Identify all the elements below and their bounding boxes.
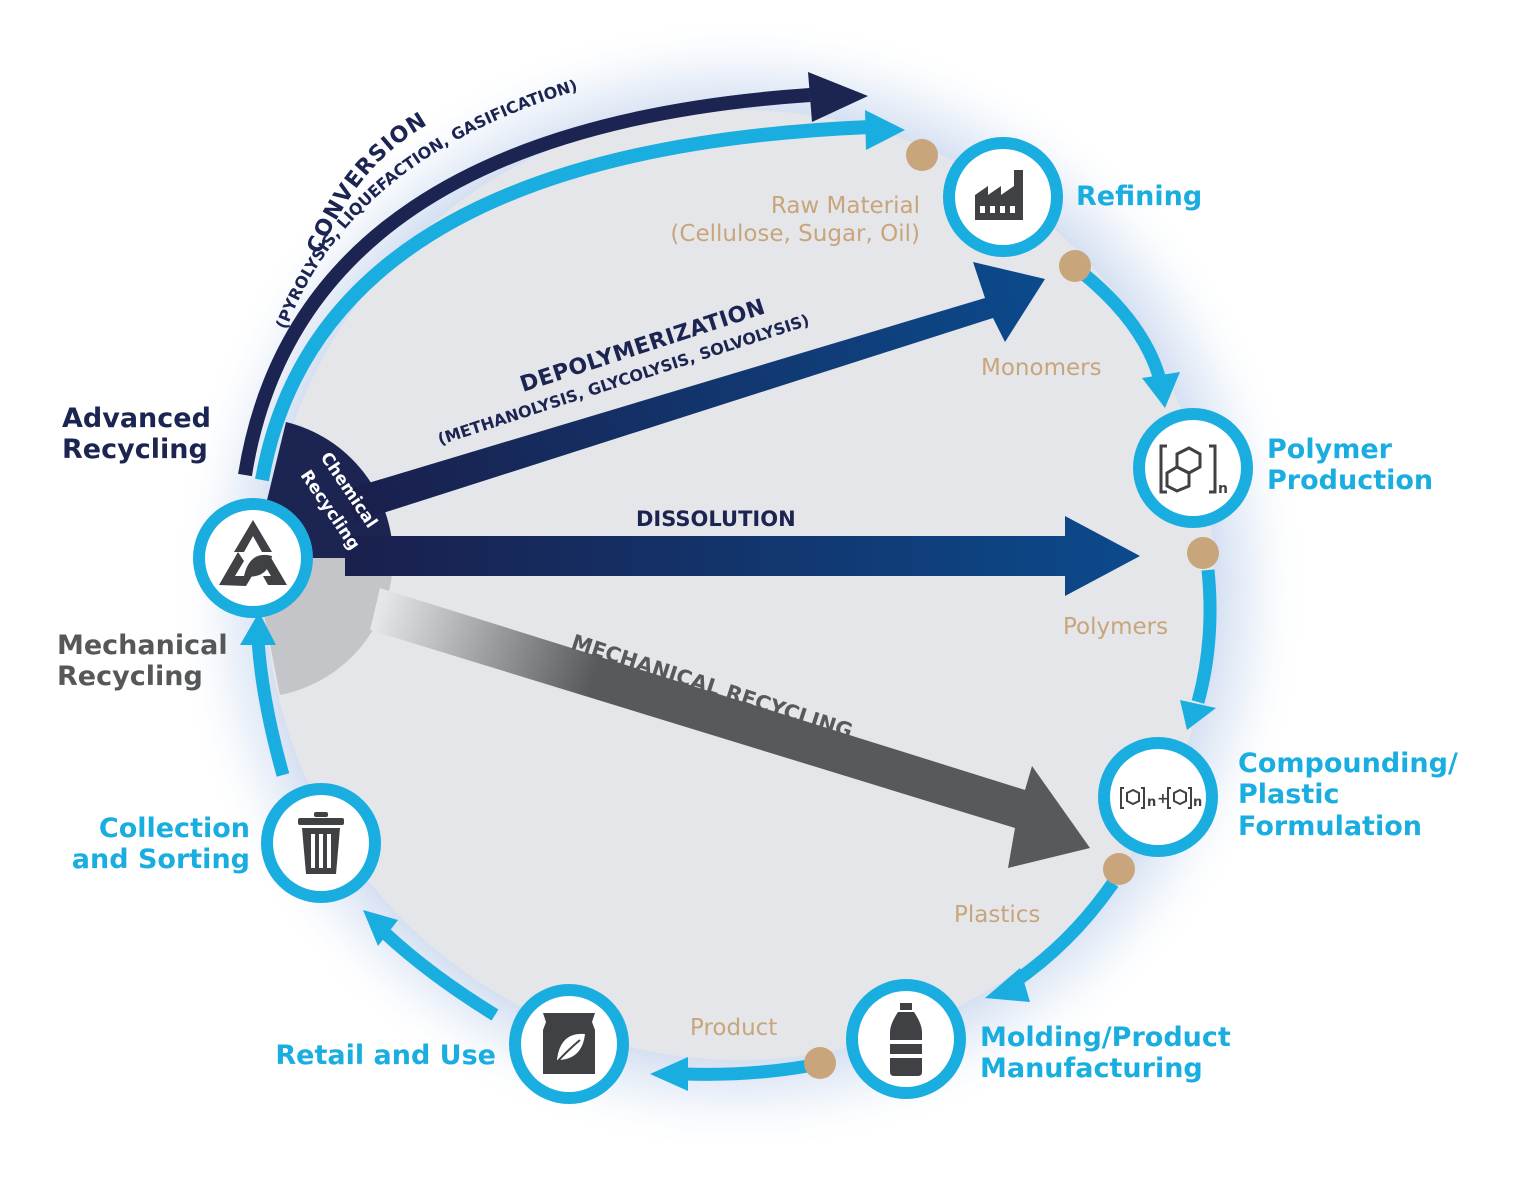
cycle-arrow-compounding-to-molding	[1006, 879, 1119, 991]
package-leaf-icon	[543, 1013, 595, 1074]
cycle-arrowhead-5	[363, 910, 398, 946]
dissolution-title: DISSOLUTION	[636, 507, 796, 531]
plastics-label: Plastics	[954, 902, 1041, 928]
stage-label-refining: Refining	[1076, 181, 1203, 212]
polymers-dot	[1187, 537, 1219, 569]
polymer-blend-icon: n + n	[1120, 787, 1202, 810]
stage-label-retail: Retail and Use	[275, 1040, 496, 1071]
product-dot	[804, 1047, 836, 1079]
node-refining	[943, 137, 1063, 257]
cycle-arrowhead-2	[1180, 700, 1216, 730]
raw-material-label: Raw Material (Cellulose, Sugar, Oil)	[670, 193, 920, 247]
trash-can-icon	[298, 812, 344, 874]
node-hub	[193, 498, 313, 618]
polymers-label: Polymers	[1063, 614, 1169, 640]
advanced-recycling-label: Advanced Recycling	[62, 403, 211, 466]
cycle-arrow-molding-to-retail	[684, 1059, 810, 1081]
mechanical-recycling-arrow	[370, 588, 1090, 868]
cycle-arrowhead-4	[650, 1057, 688, 1091]
product-label: Product	[690, 1015, 778, 1041]
cycle-arrow-collection-to-hub	[251, 639, 290, 777]
svg-text:+: +	[1157, 791, 1169, 807]
monomers-label: Monomers	[981, 355, 1102, 381]
conversion-arc-outer	[238, 88, 811, 477]
cycle-arrowhead-6	[240, 612, 276, 645]
svg-text:n: n	[1193, 795, 1202, 810]
bottle-icon	[890, 1003, 922, 1076]
dissolution-arrow	[345, 516, 1140, 596]
svg-text:n: n	[1218, 481, 1228, 497]
factory-icon	[975, 170, 1023, 220]
stage-label-polymer-production: Polymer Production	[1267, 434, 1434, 497]
recycle-leaf-icon	[219, 520, 287, 586]
svg-text:n: n	[1147, 795, 1156, 810]
plastics-dot	[1103, 853, 1135, 885]
stage-label-compounding: Compounding/ Plastic Formulation	[1238, 748, 1458, 842]
node-retail	[509, 984, 629, 1104]
raw-material-dot	[906, 139, 938, 171]
stage-label-molding: Molding/Product Manufacturing	[980, 1022, 1231, 1085]
polymer-structure-icon: n	[1159, 444, 1228, 497]
stage-label-collection: Collection and Sorting	[71, 813, 250, 876]
conversion-arrowhead-outer	[808, 72, 868, 122]
conversion-arrowhead-inner	[865, 110, 905, 150]
depolymerization-arrow	[345, 262, 1045, 522]
cycle-arrow-retail-to-collection	[380, 928, 499, 1021]
cycle-arrow-refining-to-polymer	[1080, 270, 1167, 382]
cycle-arrow-polymer-to-compounding	[1191, 569, 1217, 704]
conversion-arc-inner	[255, 120, 871, 482]
node-collection	[261, 783, 381, 903]
node-compounding: n + n	[1098, 737, 1218, 857]
cycle-arrowhead-1	[1142, 372, 1180, 408]
node-polymer-production: n	[1133, 408, 1253, 528]
cycle-arrowhead-3	[985, 968, 1030, 1002]
node-molding	[846, 979, 966, 1099]
monomers-dot	[1059, 250, 1091, 282]
mechanical-recycling-label: Mechanical Recycling	[57, 630, 228, 693]
